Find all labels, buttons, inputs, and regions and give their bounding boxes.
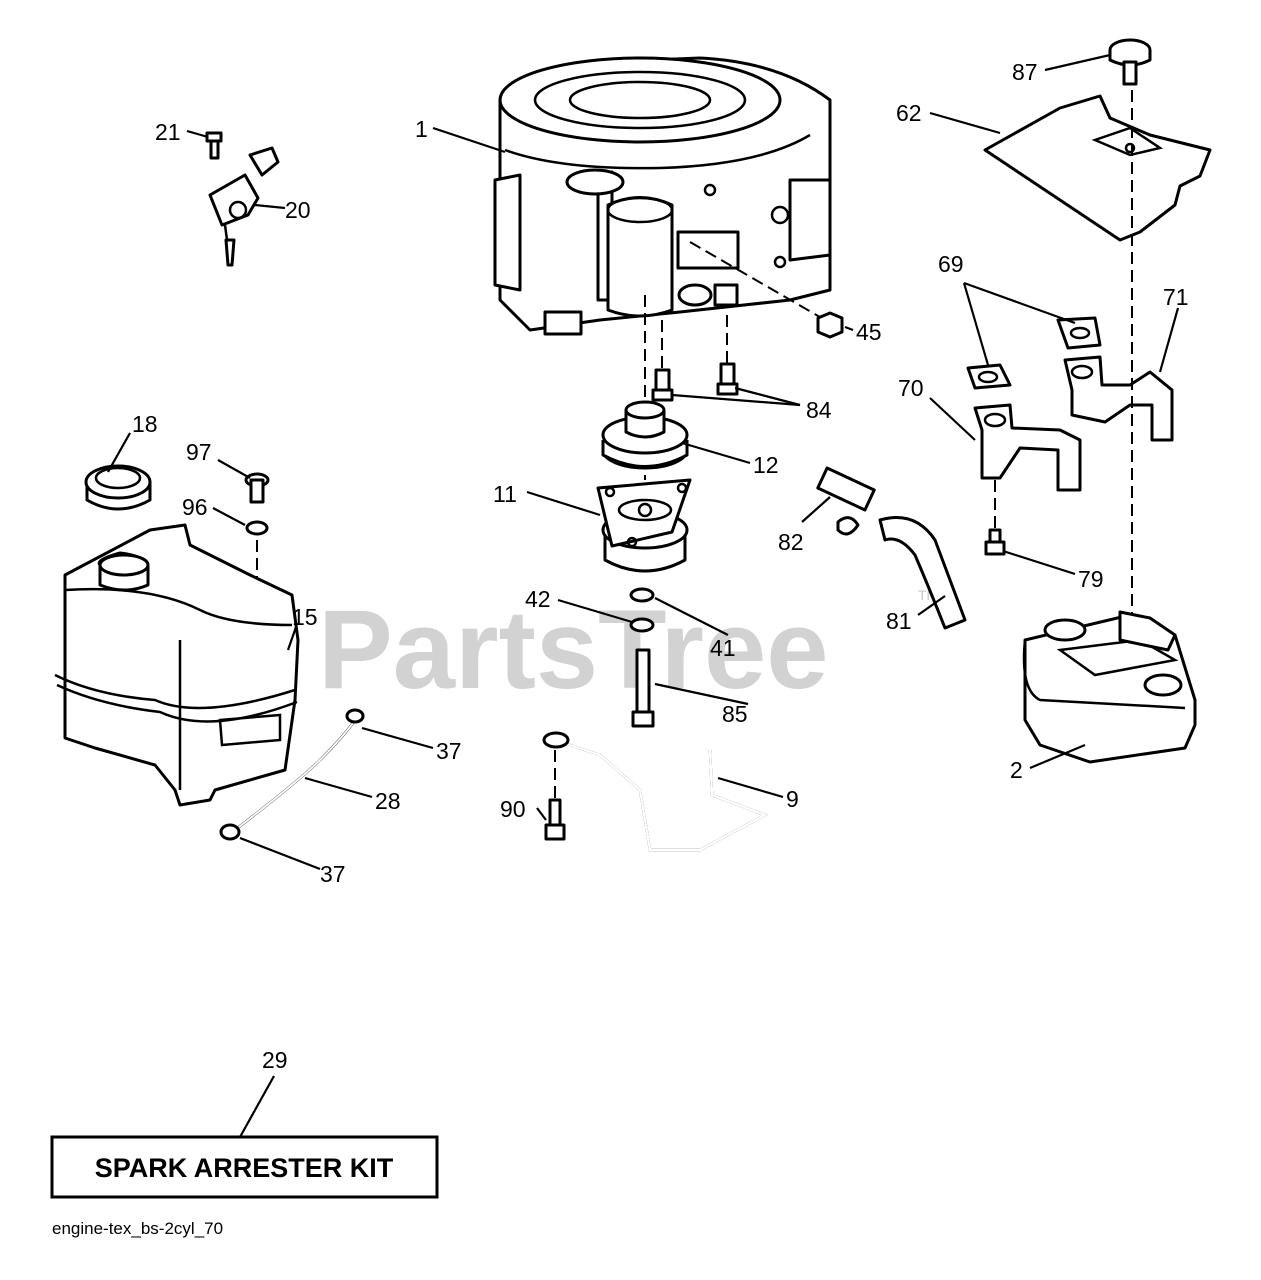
fuel-line-part-28[interactable] (234, 719, 357, 831)
callout-82: 82 (778, 529, 804, 555)
callout-85: 85 (722, 701, 748, 727)
fuel-tank-part-15[interactable] (54, 523, 300, 807)
callout-20: 20 (285, 197, 311, 223)
callout-labels: 1 2 9 11 12 15 18 20 21 28 29 37 37 41 4… (132, 59, 1189, 1073)
bolt-part-85[interactable] (631, 648, 655, 728)
bolt-part-84[interactable] (651, 362, 739, 402)
spark-arrester-kit-label: SPARK ARRESTER KIT (95, 1153, 394, 1183)
screw-part-87[interactable] (1108, 38, 1152, 86)
callout-81: 81 (886, 608, 912, 634)
leader-lines (107, 53, 1180, 1138)
callout-28: 28 (375, 788, 401, 814)
pulley-part-12[interactable] (601, 400, 689, 470)
washer-part-96[interactable] (245, 520, 269, 536)
drain-hose-part-81[interactable] (878, 516, 967, 630)
callout-1: 1 (415, 116, 428, 142)
callout-2: 2 (1010, 757, 1023, 783)
callout-70: 70 (898, 375, 924, 401)
clutch-part-11[interactable] (596, 478, 692, 573)
callout-9: 9 (786, 786, 799, 812)
washer-part-42[interactable] (629, 617, 655, 633)
callout-42: 42 (525, 586, 551, 612)
callout-37-lower: 37 (320, 861, 346, 887)
spark-arrester-kit-box[interactable]: SPARK ARRESTER KIT (50, 1135, 439, 1199)
callout-12: 12 (753, 452, 779, 478)
callout-45: 45 (856, 319, 882, 345)
callout-90: 90 (500, 796, 526, 822)
diagram-code: engine-tex_bs-2cyl_70 (52, 1219, 223, 1238)
callout-11: 11 (493, 481, 517, 507)
bolt-part-97[interactable] (244, 472, 270, 504)
fuel-cap-part-18[interactable] (84, 464, 152, 511)
oil-drain-part-82[interactable] (816, 466, 876, 536)
washer-part-41[interactable] (629, 587, 655, 603)
callout-84: 84 (806, 397, 832, 423)
callout-37-upper: 37 (436, 738, 462, 764)
callout-15: 15 (292, 604, 318, 630)
callout-62: 62 (896, 100, 922, 126)
callout-41: 41 (710, 635, 736, 661)
screw-part-21[interactable] (205, 131, 223, 160)
callout-18: 18 (132, 411, 158, 437)
watermark: PartsTree (318, 587, 829, 712)
exhaust-pipe-part-71[interactable] (1063, 355, 1174, 442)
callout-96: 96 (182, 494, 208, 520)
clamp-part-37[interactable] (219, 708, 365, 841)
heat-shield-part-62[interactable] (983, 94, 1212, 242)
exhaust-pipe-part-70[interactable] (973, 403, 1082, 492)
callout-79: 79 (1078, 566, 1104, 592)
callout-21: 21 (155, 119, 181, 145)
rod-part-9[interactable] (542, 731, 769, 852)
bolt-part-90[interactable] (544, 750, 566, 841)
callout-71: 71 (1163, 284, 1189, 310)
callout-29: 29 (262, 1047, 288, 1073)
callout-87: 87 (1012, 59, 1038, 85)
throttle-control-part-20[interactable] (208, 146, 280, 267)
engine-part-1[interactable] (493, 56, 832, 336)
callout-97: 97 (186, 439, 212, 465)
bolt-part-79[interactable] (984, 480, 1006, 556)
callout-69: 69 (938, 251, 964, 277)
gasket-part-69[interactable] (966, 316, 1102, 390)
muffler-part-2[interactable] (1022, 610, 1197, 764)
nut-part-45[interactable] (816, 311, 844, 339)
nut-45-centerline (689, 241, 826, 321)
